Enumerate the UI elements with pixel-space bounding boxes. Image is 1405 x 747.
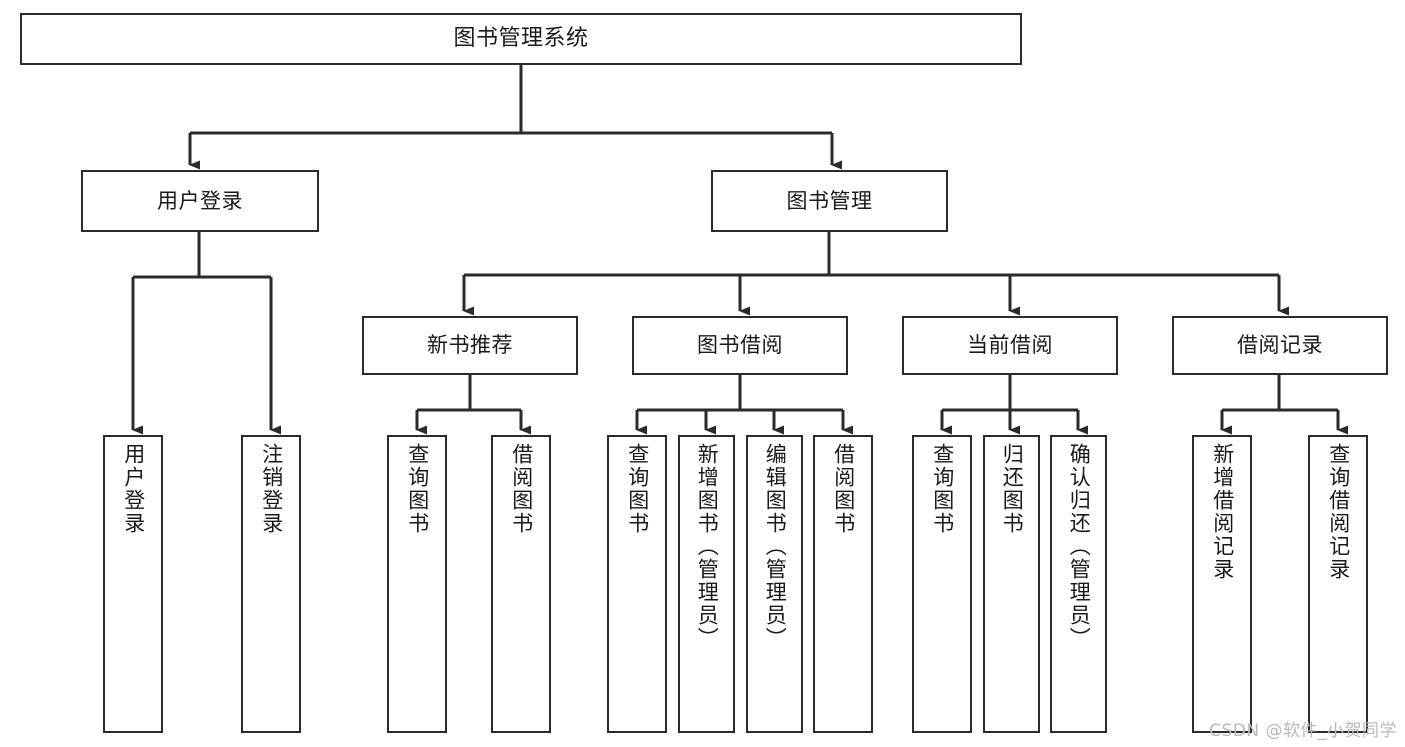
leaf-query-book-2[interactable]: 查询图书	[607, 435, 667, 733]
leaf-return-book[interactable]: 归还图书	[983, 435, 1040, 733]
node-book-management[interactable]: 图书管理	[711, 170, 948, 232]
leaf-add-book-label: 新增图书（管理员）	[695, 443, 720, 650]
leaf-query-book-1[interactable]: 查询图书	[387, 435, 447, 733]
leaf-query-book-3[interactable]: 查询图书	[912, 435, 972, 733]
leaf-query-book-1-label: 查询图书	[405, 443, 430, 535]
leaf-add-record[interactable]: 新增借阅记录	[1192, 435, 1252, 733]
leaf-edit-book[interactable]: 编辑图书（管理员）	[746, 435, 803, 733]
node-root-label: 图书管理系统	[453, 26, 589, 52]
node-root[interactable]: 图书管理系统	[20, 13, 1022, 65]
node-book-borrow-label: 图书借阅	[697, 333, 783, 358]
node-borrow-record[interactable]: 借阅记录	[1172, 316, 1388, 375]
csdn-watermark: CSDN @软件_小贺同学	[1209, 721, 1397, 741]
node-new-book-recommend-label: 新书推荐	[427, 333, 513, 358]
leaf-return-book-label: 归还图书	[1000, 443, 1025, 535]
node-book-management-label: 图书管理	[786, 188, 873, 213]
leaf-query-book-3-label: 查询图书	[930, 443, 955, 535]
leaf-borrow-book-2[interactable]: 借阅图书	[813, 435, 873, 733]
leaf-query-record[interactable]: 查询借阅记录	[1308, 435, 1368, 733]
leaf-query-book-2-label: 查询图书	[625, 443, 650, 535]
leaf-borrow-book-1[interactable]: 借阅图书	[491, 435, 551, 733]
node-borrow-record-label: 借阅记录	[1237, 333, 1323, 358]
leaf-borrow-book-1-label: 借阅图书	[509, 443, 534, 535]
leaf-add-record-label: 新增借阅记录	[1210, 443, 1235, 581]
node-user-login[interactable]: 用户登录	[81, 170, 319, 232]
leaf-user-login-label: 用户登录	[121, 443, 146, 535]
leaf-logout-login[interactable]: 注销登录	[241, 435, 301, 733]
leaf-logout-login-label: 注销登录	[259, 443, 284, 535]
node-current-borrow[interactable]: 当前借阅	[902, 316, 1118, 375]
leaf-borrow-book-2-label: 借阅图书	[831, 443, 856, 535]
leaf-edit-book-label: 编辑图书（管理员）	[763, 443, 788, 650]
node-book-borrow[interactable]: 图书借阅	[632, 316, 848, 375]
node-current-borrow-label: 当前借阅	[967, 333, 1053, 358]
leaf-query-record-label: 查询借阅记录	[1326, 443, 1351, 581]
leaf-user-login[interactable]: 用户登录	[103, 435, 163, 733]
leaf-confirm-return[interactable]: 确认归还（管理员）	[1050, 435, 1107, 733]
node-user-login-label: 用户登录	[157, 188, 243, 213]
leaf-confirm-return-label: 确认归还（管理员）	[1067, 443, 1092, 650]
node-new-book-recommend[interactable]: 新书推荐	[362, 316, 578, 375]
leaf-add-book[interactable]: 新增图书（管理员）	[678, 435, 735, 733]
